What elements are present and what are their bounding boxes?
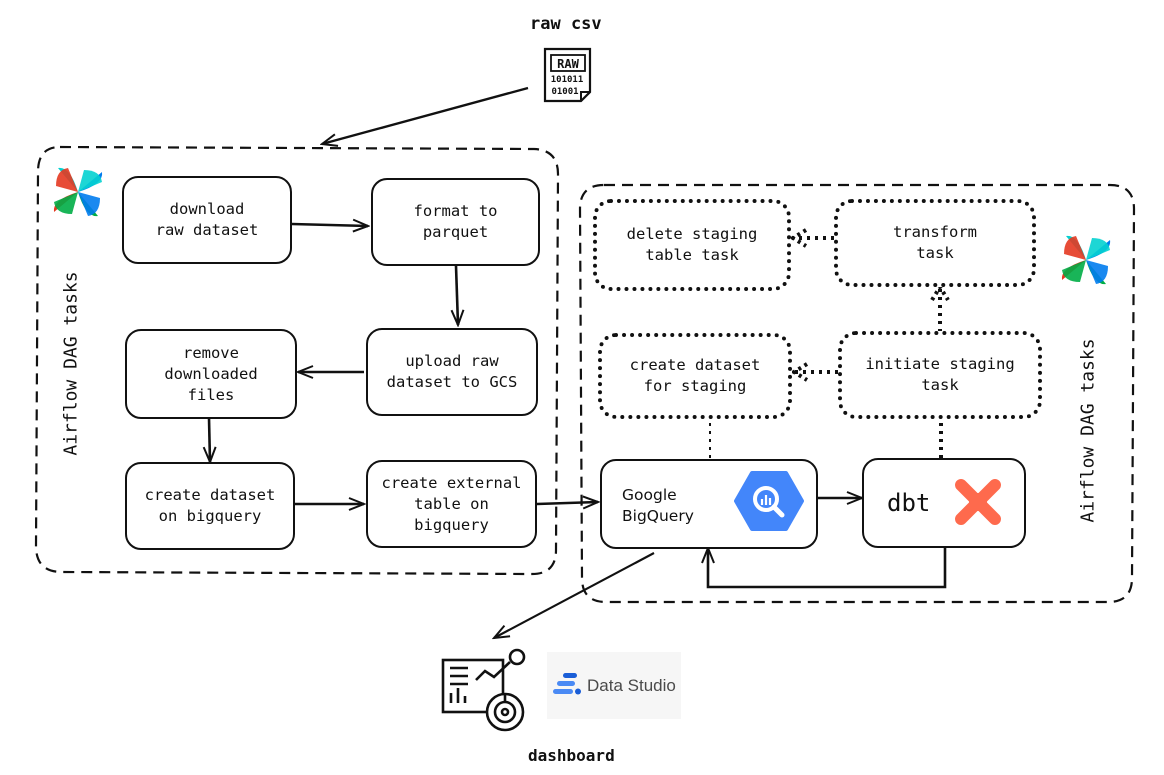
airflow-dag-label-right: Airflow DAG tasks [1077,338,1099,523]
edge-dotted-arrowhead-transform [930,283,950,302]
svg-text:01001: 01001 [551,87,578,97]
node-download-raw-dataset[interactable]: download raw dataset [122,176,292,264]
edge-dotted-arrowhead-create-staging [790,362,809,382]
airflow-logo-left-icon [53,167,103,217]
node-transform-task[interactable]: transform task [834,199,1036,287]
edge-remove-to-create-bq [209,417,210,462]
dashboard-label: dashboard [528,746,615,765]
data-studio-bars-icon [553,672,581,694]
bigquery-label: Google BigQuery [622,486,694,525]
node-remove-downloaded-files[interactable]: remove downloaded files [125,329,297,419]
edge-dbt-to-bigquery [708,548,947,589]
raw-csv-label: raw csv [530,14,602,34]
node-initiate-staging-task[interactable]: initiate staging task [838,331,1042,419]
data-studio-text: Data Studio [587,675,676,695]
node-delete-staging-table[interactable]: delete staging table task [593,199,791,291]
dashboard-icon [441,648,526,732]
node-create-external-table[interactable]: create external table on bigquery [366,460,537,548]
edge-bigquery-to-dashboard [494,552,655,638]
edge-external-to-bigquery [536,502,598,504]
raw-file-icon: RAW 101011 01001 [543,47,592,103]
edge-raw-to-dag [322,86,529,144]
svg-text:101011: 101011 [551,75,584,85]
node-create-dataset-staging[interactable]: create dataset for staging [598,333,792,419]
node-format-to-parquet[interactable]: format to parquet [371,178,540,266]
airflow-logo-right-icon [1061,235,1111,285]
svg-text:RAW: RAW [557,57,579,71]
edge-download-to-format [291,224,368,226]
right-dag-group [578,183,1136,604]
data-studio-logo: Data Studio [547,652,681,719]
edge-dotted-arrowhead-delete [789,228,808,248]
node-create-dataset-bigquery[interactable]: create dataset on bigquery [125,462,295,550]
airflow-dag-label-left: Airflow DAG tasks [60,271,82,456]
left-dag-group [34,145,560,576]
dbt-label: dbt [887,489,931,517]
node-upload-to-gcs[interactable]: upload raw dataset to GCS [366,328,538,416]
edge-format-to-upload [456,265,458,325]
